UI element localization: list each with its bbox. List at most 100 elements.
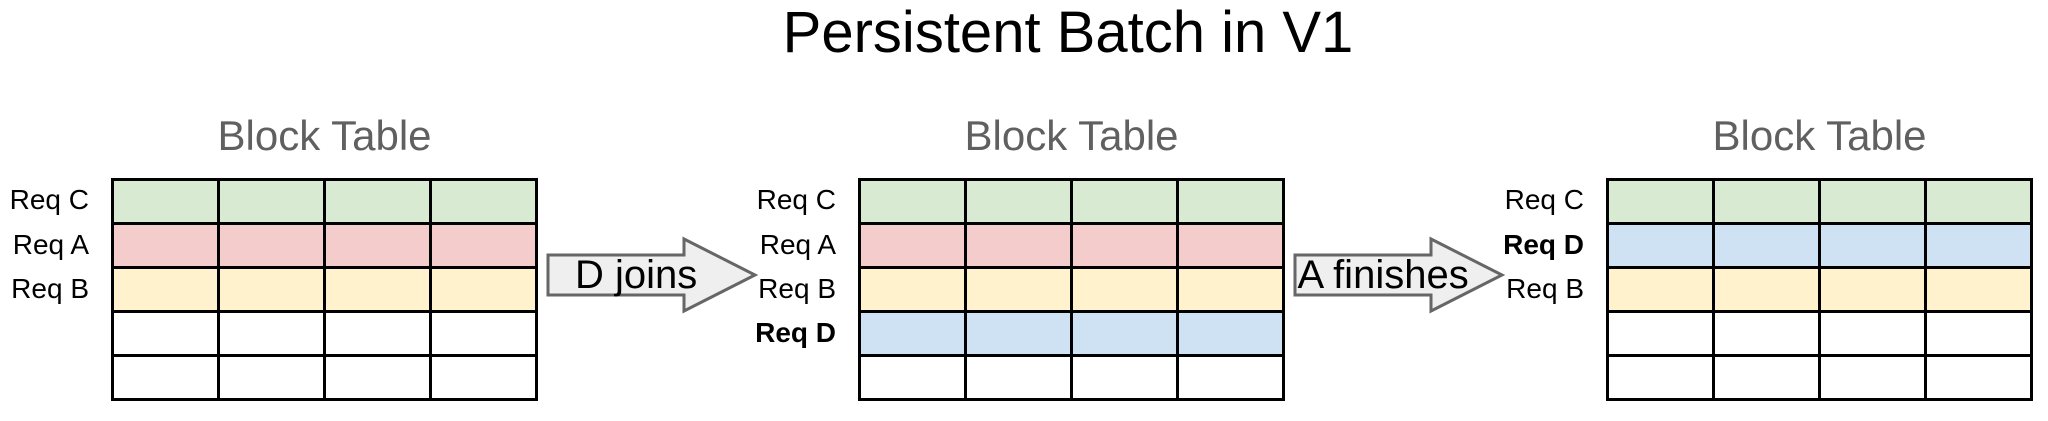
table-row	[1606, 178, 2033, 225]
block-cell	[1818, 310, 1927, 357]
block-cell	[111, 266, 220, 313]
block-cell	[429, 310, 538, 357]
block-cell	[964, 266, 1073, 313]
arrow-a-finishes: A finishes	[1293, 236, 1506, 314]
block-cell	[1924, 266, 2033, 313]
block-cell	[429, 266, 538, 313]
block-cell	[1176, 354, 1285, 401]
block-cell	[858, 222, 967, 269]
right-arrow-icon	[1293, 236, 1506, 314]
block-cell	[1818, 222, 1927, 269]
block-table-heading: Block Table	[217, 112, 432, 159]
arrow-d-joins: D joins	[546, 236, 759, 314]
row-labels: Req C Req D Req B	[1444, 178, 1584, 400]
block-cell	[217, 222, 326, 269]
block-cell	[217, 178, 326, 225]
table-row	[858, 178, 1285, 225]
table-row	[111, 178, 538, 225]
block-cell	[964, 178, 1073, 225]
block-table-group-3: Block Table Req C Req D Req B	[1444, 110, 2044, 410]
block-cell	[1176, 178, 1285, 225]
block-cell	[1712, 222, 1821, 269]
row-labels: Req C Req A Req B Req D	[696, 178, 836, 400]
arrow-label: A finishes	[1297, 252, 1469, 297]
block-cell	[323, 354, 432, 401]
block-cell	[1070, 354, 1179, 401]
block-cell	[1818, 178, 1927, 225]
row-label	[0, 311, 89, 355]
block-cell	[964, 222, 1073, 269]
block-cell	[1606, 178, 1715, 225]
block-cell	[964, 310, 1073, 357]
block-table-grid	[111, 178, 538, 401]
table-row	[1606, 310, 2033, 357]
row-label: Req B	[11, 272, 89, 304]
block-cell	[323, 310, 432, 357]
row-label	[696, 356, 836, 400]
block-cell	[1070, 266, 1179, 313]
table-row	[858, 222, 1285, 269]
row-label: Req C	[756, 184, 836, 216]
row-label: Req B	[758, 272, 836, 304]
block-cell	[1712, 354, 1821, 401]
block-cell	[1606, 266, 1715, 313]
row-label: Req D	[755, 317, 836, 349]
table-row	[1606, 354, 2033, 401]
block-table-grid	[1606, 178, 2033, 401]
block-table-heading: Block Table	[964, 112, 1179, 159]
row-label: Req A	[759, 228, 836, 260]
row-label	[0, 356, 89, 400]
table-row	[858, 310, 1285, 357]
table-row	[111, 354, 538, 401]
block-cell	[858, 354, 967, 401]
block-cell	[1176, 310, 1285, 357]
block-cell	[111, 222, 220, 269]
row-label: Req A	[12, 228, 89, 260]
right-arrow-icon	[546, 236, 759, 314]
block-table-group-2: Block Table Req C Req A Req B Req D	[696, 110, 1296, 410]
block-cell	[1070, 310, 1179, 357]
page-title: Persistent Batch in V1	[782, 0, 1354, 65]
block-cell	[111, 178, 220, 225]
block-cell	[1176, 266, 1285, 313]
block-cell	[1924, 354, 2033, 401]
block-cell	[1712, 178, 1821, 225]
block-cell	[217, 266, 326, 313]
table-row	[111, 222, 538, 269]
table-row	[1606, 222, 2033, 269]
block-cell	[858, 178, 967, 225]
block-cell	[1712, 266, 1821, 313]
block-cell	[323, 178, 432, 225]
table-row	[111, 310, 538, 357]
block-cell	[1070, 222, 1179, 269]
table-row	[1606, 266, 2033, 313]
block-cell	[858, 266, 967, 313]
block-cell	[217, 354, 326, 401]
block-cell	[1070, 178, 1179, 225]
block-cell	[1924, 310, 2033, 357]
block-cell	[1818, 266, 1927, 313]
block-cell	[1606, 354, 1715, 401]
block-cell	[1818, 354, 1927, 401]
block-cell	[858, 310, 967, 357]
block-cell	[323, 222, 432, 269]
block-cell	[1924, 222, 2033, 269]
block-cell	[217, 310, 326, 357]
block-table-grid	[858, 178, 1285, 401]
row-label	[1444, 311, 1584, 355]
table-row	[111, 266, 538, 313]
block-cell	[429, 178, 538, 225]
block-table-heading: Block Table	[1712, 112, 1927, 159]
row-label	[1444, 356, 1584, 400]
table-row	[858, 354, 1285, 401]
block-cell	[1606, 310, 1715, 357]
row-label: Req C	[1504, 184, 1584, 216]
block-cell	[1176, 222, 1285, 269]
row-label: Req B	[1506, 272, 1584, 304]
row-label: Req D	[1503, 228, 1584, 260]
block-cell	[429, 354, 538, 401]
block-cell	[111, 310, 220, 357]
block-cell	[323, 266, 432, 313]
